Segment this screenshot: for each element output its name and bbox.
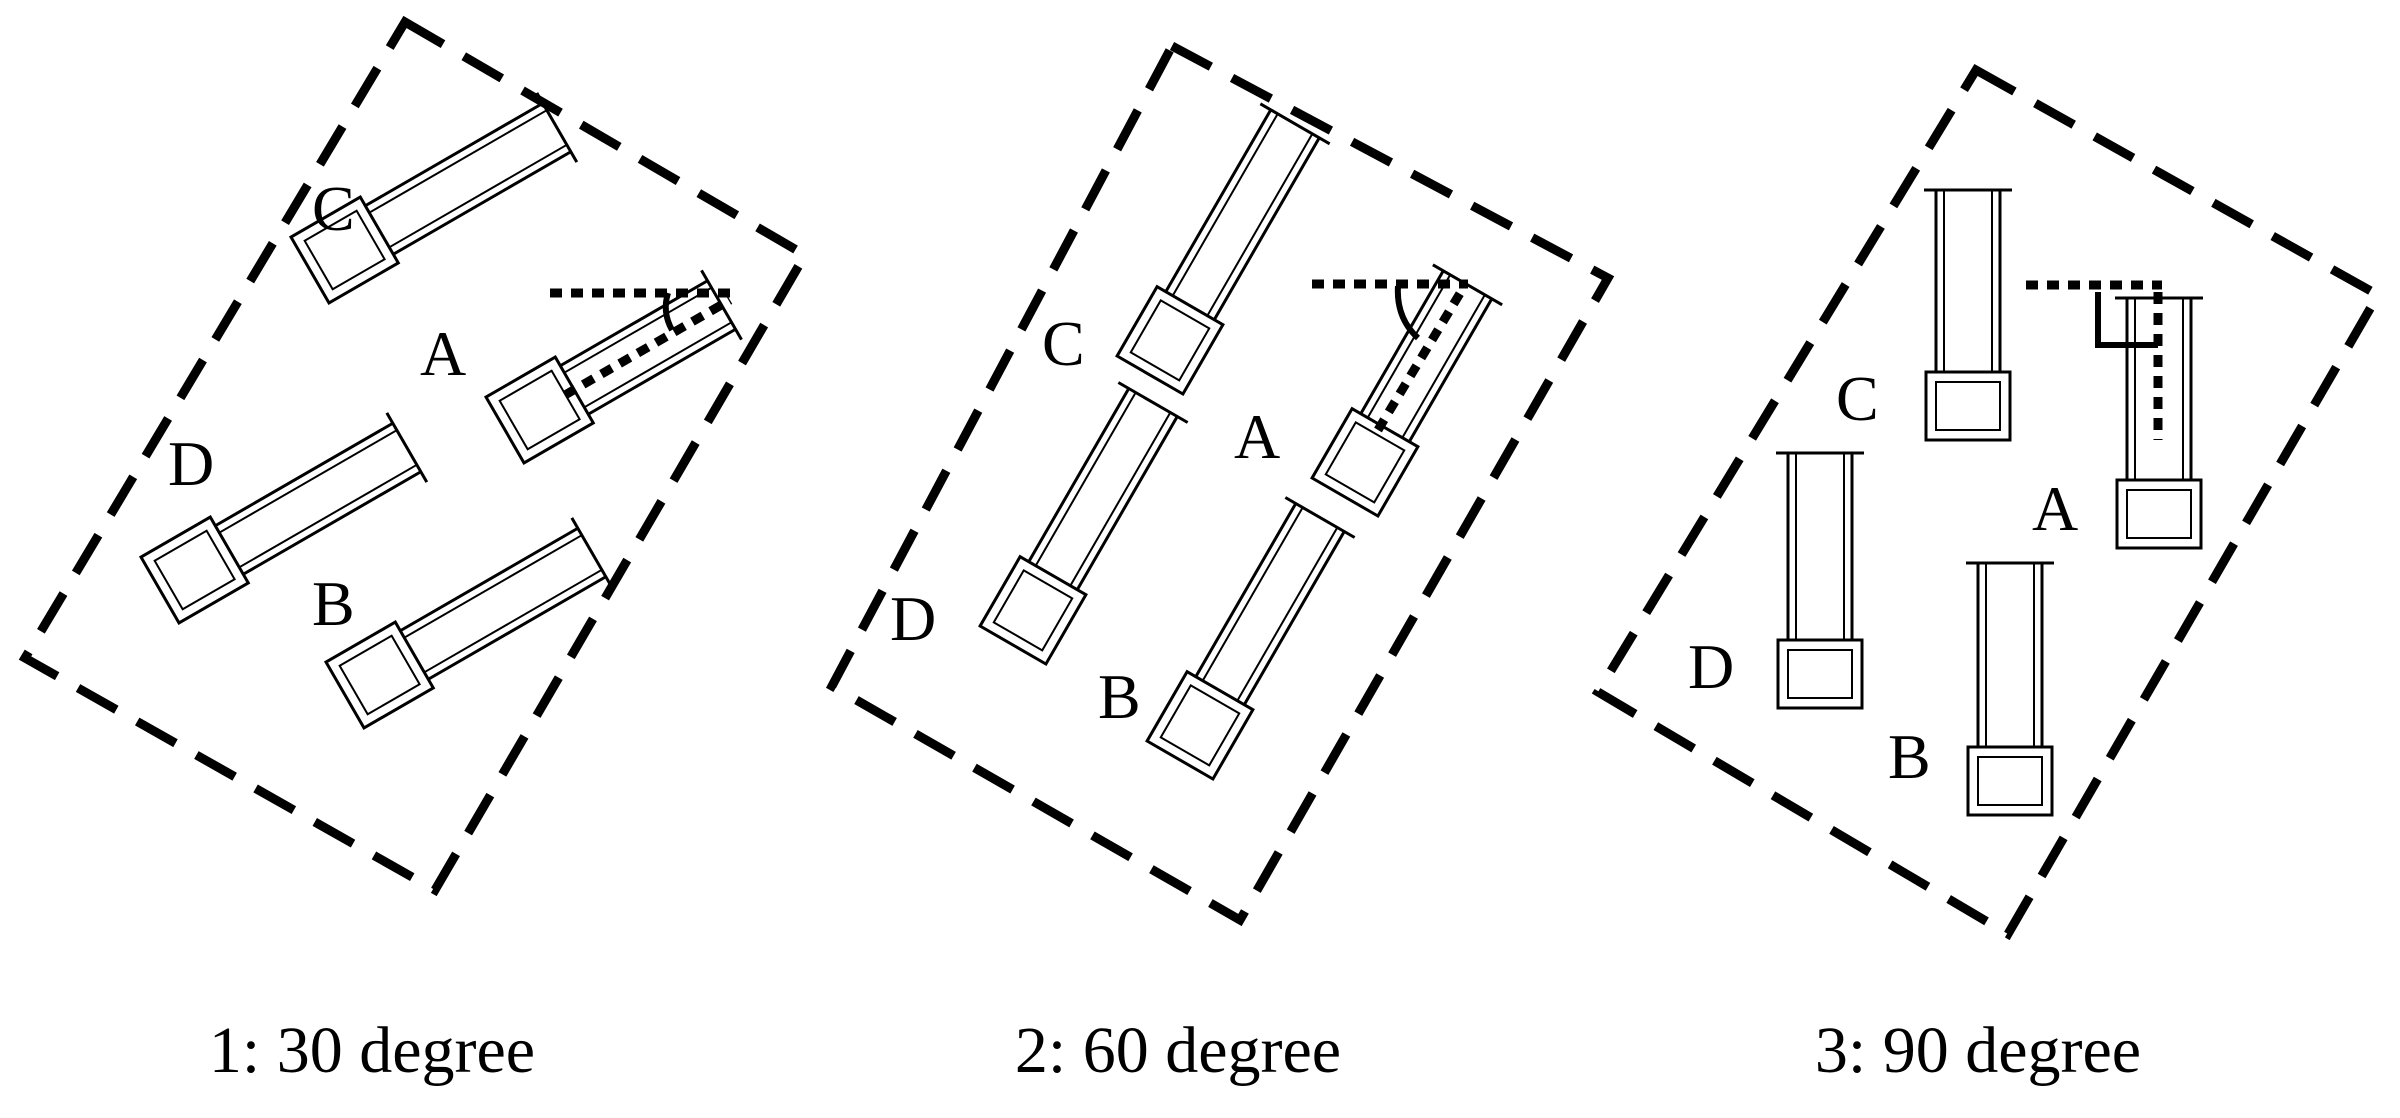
unit-A-label: A [1234,401,1280,472]
unit-B-label: B [312,568,355,639]
panel-3: C A D B 3: 90 degree [1591,63,2385,1087]
unit-A-label: A [2032,473,2078,544]
panel-1-angle-indicator [550,288,735,399]
unit-C-label: C [312,173,355,244]
panel-1: C A D B 1: 30 degree [18,15,812,1087]
unit-A [1310,263,1503,519]
unit-D-label: D [890,583,936,654]
panel-1-caption: 1: 30 degree [209,1014,535,1087]
unit-A [483,269,743,465]
panel-2: C A D B 2: 60 degree [825,39,1615,1087]
unit-B [323,517,614,730]
panel-3-angle-indicator [2026,280,2163,440]
unit-D-label: D [1688,631,1734,702]
unit-A-label: A [420,318,466,389]
panel-2-caption: 2: 60 degree [1015,1014,1341,1087]
unit-D [1776,451,1864,710]
panel-2-angle-indicator [1312,279,1468,433]
unit-B [1966,561,2054,817]
unit-B [1145,496,1356,782]
unit-A [2115,296,2203,550]
unit-C-label: C [1042,308,1085,379]
panel-3-caption: 3: 90 degree [1815,1014,2141,1087]
unit-D [978,381,1189,667]
unit-D-label: D [168,428,214,499]
unit-C [1924,188,2012,442]
unit-C [1115,102,1331,397]
unit-C-label: C [1836,363,1879,434]
unit-B-label: B [1888,721,1931,792]
unit-B-label: B [1098,661,1141,732]
panel-3-boundary [1591,63,2385,941]
unit-C [288,92,579,305]
unit-D [138,412,429,625]
panel-2-boundary [825,39,1615,927]
panel-1-boundary [18,15,812,897]
